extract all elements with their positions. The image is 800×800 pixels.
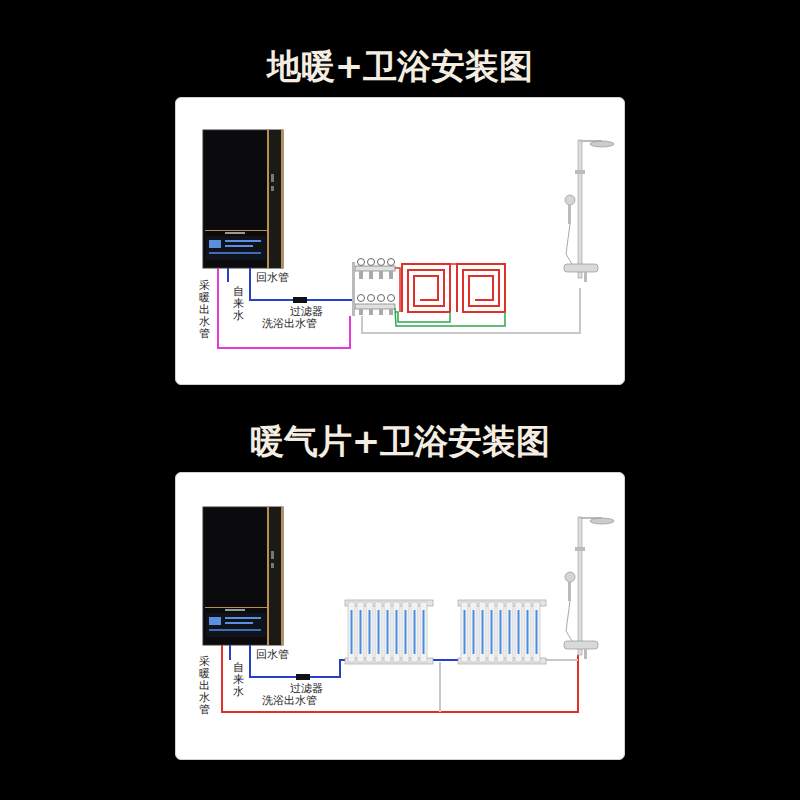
install-panel: 暖气片+卫浴安装图 xyxy=(175,415,625,760)
pipe xyxy=(362,288,580,333)
pipe xyxy=(432,659,460,661)
pipe xyxy=(457,264,505,312)
pipe xyxy=(439,662,441,712)
install-panel: 地暖+卫浴安装图 xyxy=(175,40,625,385)
radiator xyxy=(458,600,546,664)
pipe xyxy=(222,645,578,712)
pipe xyxy=(250,645,347,677)
filter-symbol xyxy=(296,674,310,680)
panel-heading: 地暖+卫浴安装图 xyxy=(267,46,534,87)
pipe-label: 自来水 xyxy=(233,662,244,698)
pipe xyxy=(395,268,400,312)
pipe xyxy=(545,659,578,661)
pipe-label: 过滤器 xyxy=(290,306,323,319)
pipe-label: 洗浴出水管 xyxy=(262,318,317,331)
pipe xyxy=(395,308,505,326)
water-heater xyxy=(203,130,283,268)
pipe-label: 回水管 xyxy=(256,649,289,662)
panel-heading: 暖气片+卫浴安装图 xyxy=(250,421,551,462)
radiator xyxy=(345,600,433,664)
shower-set xyxy=(564,517,614,659)
pipe-label: 采暖出水管 xyxy=(199,280,210,340)
pipe-label: 采暖出水管 xyxy=(199,656,210,716)
pipe xyxy=(229,645,231,660)
pipe xyxy=(227,268,229,282)
pipe-label: 洗浴出水管 xyxy=(262,695,317,708)
water-heater xyxy=(203,507,283,645)
pipe xyxy=(395,312,450,322)
pipe xyxy=(218,268,350,348)
shower-set xyxy=(564,140,614,282)
pipe xyxy=(402,264,450,312)
pipe-label: 回水管 xyxy=(256,272,289,285)
manifold xyxy=(352,259,395,317)
pipe xyxy=(450,263,457,265)
filter-symbol xyxy=(293,297,307,303)
panel-ground xyxy=(175,472,625,760)
pipe-label: 过滤器 xyxy=(290,683,323,696)
pipe xyxy=(250,268,355,300)
pipe-label: 自来水 xyxy=(233,286,244,322)
panel-ground xyxy=(175,97,625,385)
